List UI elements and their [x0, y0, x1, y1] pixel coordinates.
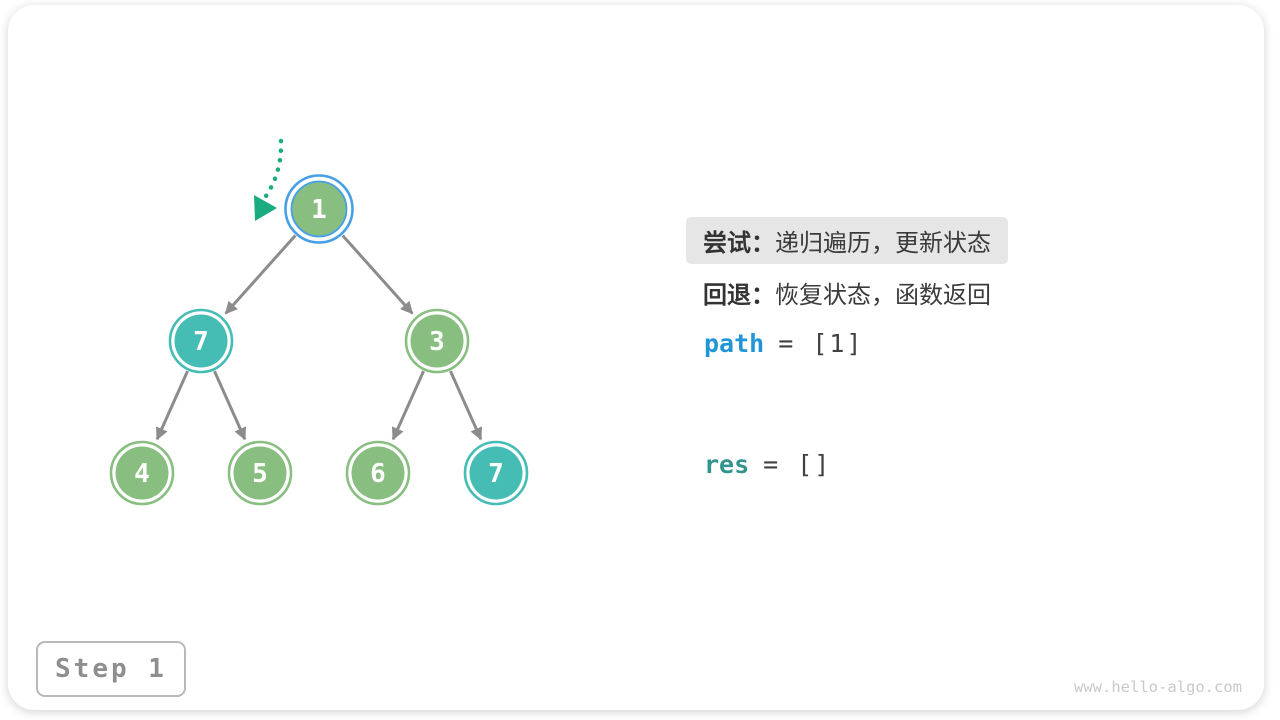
path-variable-line: path = [1]: [704, 329, 863, 358]
backtrack-label: 回退：: [703, 282, 775, 309]
backtrack-annotation: 回退：恢复状态，函数返回: [703, 277, 991, 309]
path-variable-value: = [1]: [778, 329, 864, 358]
backtrack-text: 恢复状态，函数返回: [775, 282, 991, 309]
figure-card: [8, 5, 1264, 710]
res-variable-value: = []: [763, 450, 832, 479]
res-variable-line: res = []: [704, 450, 831, 479]
try-label: 尝试：: [703, 230, 775, 257]
path-variable-name: path: [704, 329, 765, 358]
try-annotation: 尝试：递归遍历，更新状态: [686, 217, 1008, 264]
watermark: www.hello-algo.com: [1074, 678, 1242, 696]
res-variable-name: res: [704, 450, 750, 479]
try-text: 递归遍历，更新状态: [775, 230, 991, 257]
step-badge: Step 1: [36, 641, 186, 697]
step-label: Step 1: [55, 654, 167, 684]
